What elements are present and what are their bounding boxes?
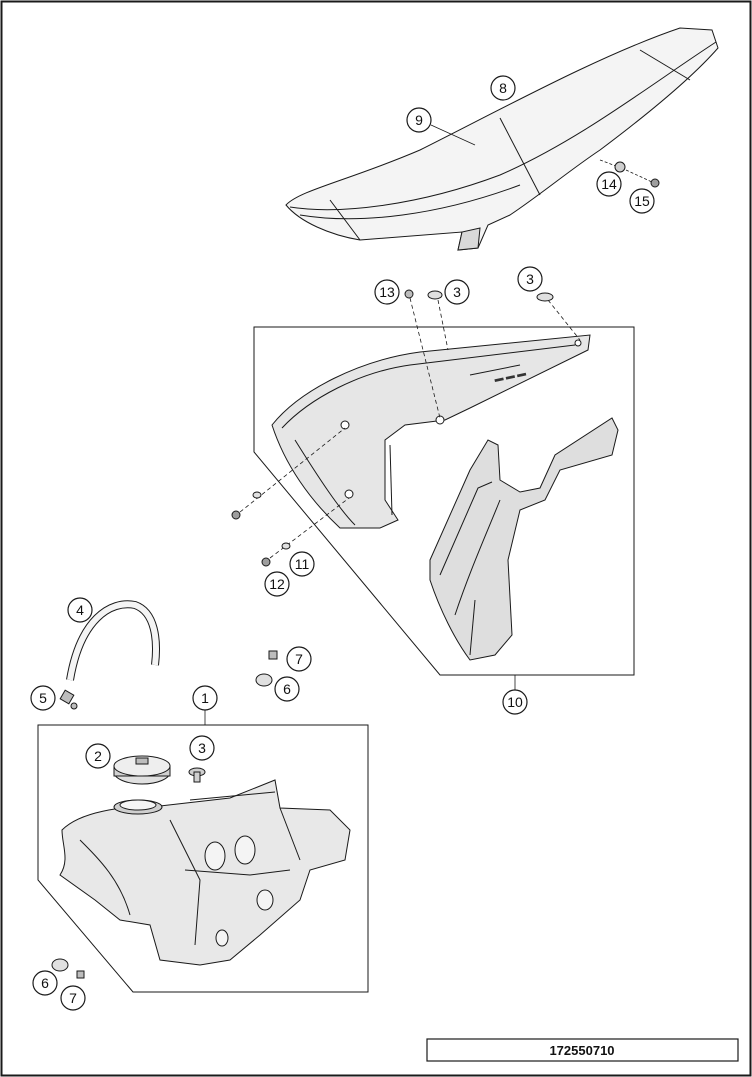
svg-text:6: 6 [283,681,291,697]
callouts: 1 2 3 3 3 4 5 6 6 7 7 8 9 10 11 12 13 14… [30,75,655,1011]
part-number: 172550710 [549,1043,614,1058]
svg-text:9: 9 [415,112,423,128]
panel-fasteners [231,289,554,567]
svg-text:10: 10 [507,694,523,710]
svg-text:3: 3 [453,284,461,300]
callout-13: 13 [374,279,400,305]
side-cover-rear: ▬ ▬ ▬ [271,334,591,529]
callout-8: 8 [490,75,516,101]
callout-1: 1 [192,685,218,711]
callout-15: 15 [629,188,655,214]
svg-text:8: 8 [499,80,507,96]
callout-3-panel-right: 3 [517,266,543,292]
fuel-tank [59,779,351,966]
callout-10: 10 [502,689,528,715]
svg-text:6: 6 [41,975,49,991]
svg-text:13: 13 [379,284,395,300]
svg-text:2: 2 [94,748,102,764]
svg-text:3: 3 [526,271,534,287]
callout-12: 12 [264,571,290,597]
group-outline-10 [253,326,635,676]
svg-text:3: 3 [198,740,206,756]
tank-bolt [188,767,206,783]
group-outline-1 [37,724,369,993]
callout-2: 2 [85,743,111,769]
svg-text:11: 11 [295,556,310,572]
svg-text:7: 7 [295,651,303,667]
seat-leaders [430,124,653,183]
svg-text:14: 14 [601,176,617,192]
callout-11: 11 [289,551,315,577]
seat-part [285,27,719,251]
callout-5: 5 [30,685,56,711]
svg-text:15: 15 [634,193,650,209]
loose-bolt-nut-upper [255,650,278,687]
hose-fitting [59,689,78,710]
callout-7-upper: 7 [286,646,312,672]
fuel-hose [66,600,160,681]
callout-9: 9 [406,107,432,133]
side-cover-front [429,417,619,661]
svg-text:7: 7 [69,990,77,1006]
part-number-box: 172550710 [426,1038,739,1062]
callout-7-lower: 7 [60,985,86,1011]
svg-text:1: 1 [201,690,209,706]
callout-6-upper: 6 [274,676,300,702]
callout-6-lower: 6 [32,970,58,996]
filler-cap [113,755,171,785]
callout-4: 4 [67,597,93,623]
seat-nut-bolt [614,161,660,188]
callout-3-panel-left: 3 [444,279,470,305]
callout-3-tank: 3 [189,735,215,761]
svg-text:5: 5 [39,690,47,706]
loose-bolt-nut-lower [51,958,85,979]
callout-14: 14 [596,171,622,197]
svg-text:4: 4 [76,602,84,618]
svg-text:12: 12 [269,576,285,592]
